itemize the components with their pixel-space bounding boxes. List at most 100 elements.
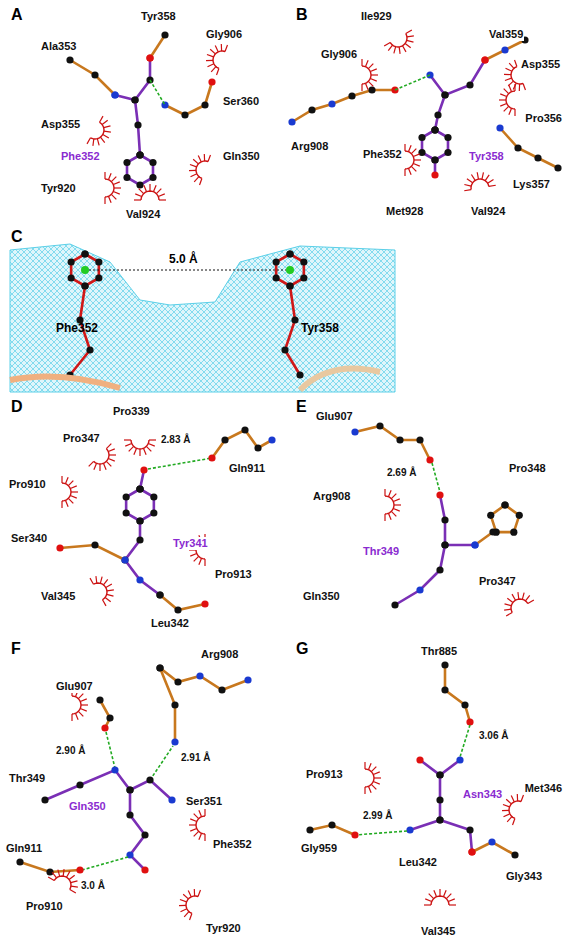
hydrophobic-contact (107, 594, 114, 596)
atom (468, 848, 475, 855)
atom (510, 529, 517, 536)
atom (131, 96, 138, 103)
hydrophobic-contact (190, 819, 196, 822)
atom (171, 738, 178, 745)
atom (218, 686, 225, 693)
ring-centroid (286, 266, 294, 274)
atom (68, 274, 75, 281)
bond (500, 128, 558, 168)
hydrophobic-contact (148, 443, 154, 446)
hydrophobic-contact (384, 489, 385, 496)
atom (456, 756, 463, 763)
hydrophobic-contact (113, 182, 119, 185)
atom (496, 124, 503, 131)
molecular-surface (10, 244, 395, 392)
distance-line (89, 270, 286, 271)
atom (149, 159, 156, 166)
atom (431, 156, 438, 163)
atom (156, 664, 163, 671)
hydrophobic-contact (71, 491, 78, 492)
atom (468, 848, 475, 855)
hydrophobic-contact (94, 583, 108, 600)
hydrophobic-contact (411, 149, 416, 154)
hydrophobic-contact (131, 440, 149, 449)
hydrophobic-contact (370, 69, 376, 72)
hydrophobic-contact (111, 177, 116, 182)
hydrophobic-contact (125, 443, 131, 446)
hydrophobic-contact (411, 166, 416, 171)
hydrophobic-contact (388, 513, 391, 519)
hydrophobic-contact (384, 43, 390, 47)
hydrophobic-contact (159, 199, 166, 200)
atom (171, 701, 178, 708)
residue-label: Pro910 (8, 478, 47, 491)
atom (436, 566, 443, 573)
hydrophobic-contact (109, 454, 116, 455)
atom (281, 346, 288, 353)
hydrophobic-contact (194, 814, 199, 819)
hydrophobic-contact (431, 896, 449, 905)
hydrophobic-contact (106, 584, 112, 588)
hydrogen-bond (432, 463, 440, 492)
atom (466, 826, 473, 833)
hydrophobic-contact (105, 597, 111, 601)
hydrophobic-contact (507, 598, 513, 602)
atom (286, 282, 293, 289)
atom (16, 858, 23, 865)
atom (308, 106, 315, 113)
hydrophobic-contact (464, 185, 471, 187)
atom (244, 676, 251, 683)
hydrophobic-contact (504, 609, 511, 611)
atom (444, 134, 451, 141)
hydrophobic-contact (464, 190, 471, 191)
distance-label: 3.06 Å (478, 730, 509, 742)
bond (165, 82, 212, 115)
hydrophobic-contact (61, 476, 62, 483)
atom (81, 282, 88, 289)
hydrophobic-contact (500, 94, 506, 97)
atom (328, 100, 335, 107)
atom (146, 54, 153, 61)
hydrophobic-contact (207, 64, 213, 67)
hydrophobic-contact (105, 179, 114, 197)
atom (95, 258, 102, 265)
hydrophobic-contact (69, 875, 75, 879)
atom (136, 151, 143, 158)
atom (221, 436, 228, 443)
hydrophobic-contact (198, 890, 200, 897)
atom (416, 756, 423, 763)
hydrophobic-contact (204, 154, 206, 161)
distance-label: 2.99 Å (362, 810, 393, 822)
hydrophobic-contact (134, 199, 141, 200)
atom (461, 701, 468, 708)
residue-label: Met928 (385, 205, 424, 218)
hydrophobic-contact (108, 449, 114, 452)
atom (444, 149, 451, 156)
residue-label: Ser360 (222, 95, 260, 108)
atom (161, 31, 168, 38)
hydrophobic-contact (361, 59, 362, 66)
hydrophobic-contact (113, 191, 119, 194)
hydrogen-bond (355, 831, 407, 835)
hydrophobic-contact (446, 894, 451, 899)
atom (126, 811, 133, 818)
atom (136, 576, 143, 583)
atom (140, 466, 147, 473)
bond (160, 668, 248, 690)
bond (435, 95, 445, 130)
atom (136, 536, 143, 543)
atom (136, 517, 143, 524)
hydrophobic-contact (394, 47, 396, 54)
hydrophobic-contact (449, 904, 456, 905)
atom (516, 512, 523, 519)
hydrophobic-contact (146, 446, 151, 451)
atom (136, 485, 143, 492)
residue-label: Gln350 (222, 150, 261, 163)
atom (111, 766, 118, 773)
residue-label: Gln911 (228, 462, 266, 475)
hydrophobic-contact (89, 461, 94, 466)
hydrophobic-contact (200, 178, 202, 185)
hydrophobic-contact (68, 498, 73, 503)
hydrophobic-contact (106, 444, 111, 449)
hydrophobic-contact (179, 905, 186, 907)
